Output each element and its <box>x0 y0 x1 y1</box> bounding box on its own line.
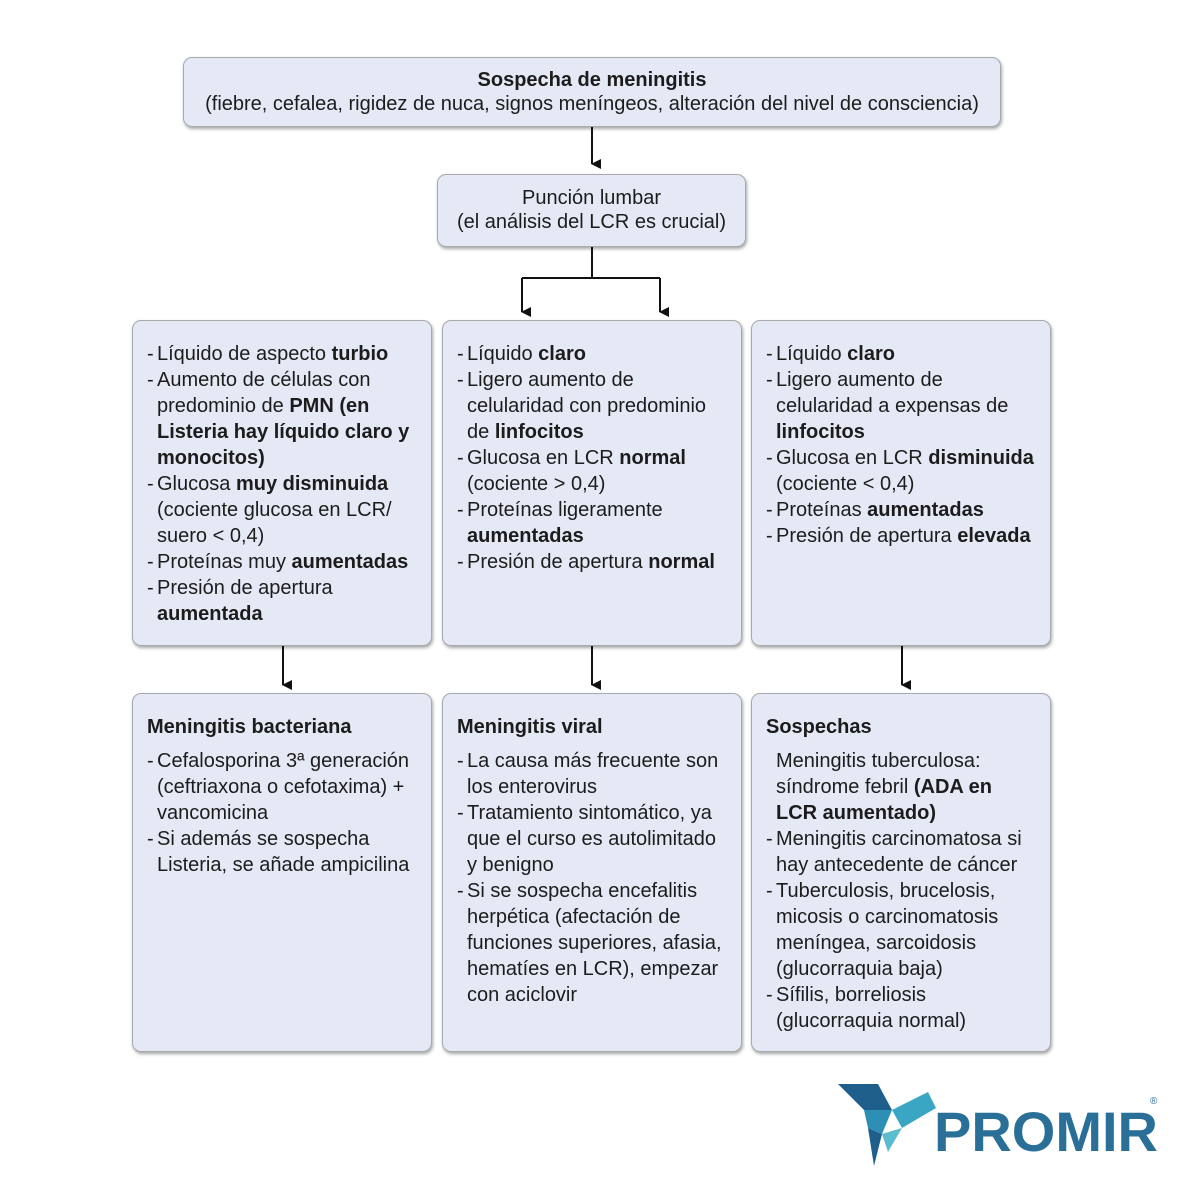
result-item: Meningitis carcinomatosa si hay antecede… <box>766 826 1036 878</box>
result-title: Sospechas <box>766 716 872 738</box>
finding-item: Proteínas aumentadas <box>766 497 1036 523</box>
item-text: Sífilis, borreliosis (glucorraquia norma… <box>776 984 967 1032</box>
promir-logo: PROMIR ® <box>838 1082 1168 1172</box>
item-text: Ligero aumento de celularidad a expensas… <box>776 369 1009 417</box>
emphasis-text: aumentadas <box>467 525 584 547</box>
item-text: (cociente > 0,4) <box>467 473 606 495</box>
result-title: Meningitis viral <box>457 716 603 738</box>
item-text: Si se sospecha encefalitis herpética (af… <box>467 880 722 1006</box>
promir-logo-text: PROMIR <box>934 1100 1158 1163</box>
item-text: Meningitis tuberculosa: síndrome febril <box>776 750 981 798</box>
item-text: La causa más frecuente son los enterovir… <box>467 750 719 798</box>
item-text: (cociente < 0,4) <box>776 473 915 495</box>
emphasis-text: PMN <box>289 395 334 417</box>
emphasis-text: turbio <box>331 343 389 365</box>
item-text: Proteínas muy <box>157 551 292 573</box>
finding-item: Presión de apertura elevada <box>766 523 1036 549</box>
emphasis-text: claro <box>847 343 895 365</box>
finding-item: Aumento de células con predominio de PMN… <box>147 367 417 471</box>
result-item: Meningitis tuberculosa: síndrome febril … <box>766 748 1036 826</box>
result-item: Sífilis, borreliosis (glucorraquia norma… <box>766 982 1036 1034</box>
item-text: Proteínas <box>776 499 868 521</box>
findings-list: Líquido claroLigero aumento de celularid… <box>457 341 727 575</box>
finding-item: Proteínas muy aumentadas <box>147 549 417 575</box>
emphasis-text: normal <box>648 551 715 573</box>
findings-box-bacterial: Líquido de aspecto turbioAumento de célu… <box>132 320 432 646</box>
emphasis-text: elevada <box>957 525 1031 547</box>
item-text: Cefalosporina 3ª generación (ceftriaxona… <box>157 750 410 824</box>
promir-bird-icon <box>838 1084 936 1166</box>
item-text: Tratamiento sintomático, ya que el curso… <box>467 802 717 876</box>
item-text: Proteínas ligeramente <box>467 499 663 521</box>
finding-item: Líquido claro <box>766 341 1036 367</box>
finding-item: Líquido de aspecto turbio <box>147 341 417 367</box>
lumbar-puncture-title: Punción lumbar <box>522 187 661 209</box>
result-item: Si además se sospecha Listeria, se añade… <box>147 826 417 878</box>
emphasis-text: aumentada <box>157 603 263 625</box>
item-text: Aumento de células con predominio de <box>157 369 371 417</box>
findings-box-other: Líquido claroLigero aumento de celularid… <box>751 320 1051 646</box>
result-list: La causa más frecuente son los enterovir… <box>457 748 727 1008</box>
emphasis-text: aumentadas <box>867 499 984 521</box>
result-item: Cefalosporina 3ª generación (ceftriaxona… <box>147 748 417 826</box>
finding-item: Proteínas ligeramente aumentadas <box>457 497 727 549</box>
result-box-viral: Meningitis viral La causa más frecuente … <box>442 693 742 1052</box>
item-text: Glucosa en LCR <box>776 447 929 469</box>
findings-list: Líquido claroLigero aumento de celularid… <box>766 341 1036 549</box>
item-text: Presión de apertura <box>157 577 333 599</box>
result-box-suspicions: Sospechas Meningitis tuberculosa: síndro… <box>751 693 1051 1052</box>
item-text: Meningitis carcinomatosa si hay antecede… <box>776 828 1022 876</box>
emphasis-text: linfocitos <box>494 421 584 443</box>
suspicion-title: Sospecha de meningitis <box>477 69 707 91</box>
finding-item: Presión de apertura aumentada <box>147 575 417 627</box>
result-item: Si se sospecha encefalitis herpética (af… <box>457 878 727 1008</box>
item-text: Glucosa <box>157 473 236 495</box>
item-text: Si además se sospecha Listeria, se añade… <box>157 828 410 876</box>
lumbar-puncture-note: (el análisis del LCR es crucial) <box>457 211 726 233</box>
item-text: Presión de apertura <box>776 525 958 547</box>
suspicion-box: Sospecha de meningitis (fiebre, cefalea,… <box>183 57 1001 127</box>
item-text: Ligero aumento de celularidad con predom… <box>467 369 707 443</box>
finding-item: Líquido claro <box>457 341 727 367</box>
item-text: Líquido <box>776 343 848 365</box>
finding-item: Ligero aumento de celularidad a expensas… <box>766 367 1036 445</box>
emphasis-text: normal <box>619 447 686 469</box>
result-item: Tuberculosis, brucelosis, micosis o carc… <box>766 878 1036 982</box>
result-title: Meningitis bacteriana <box>147 716 352 738</box>
item-text: Presión de apertura <box>467 551 649 573</box>
findings-list: Líquido de aspecto turbioAumento de célu… <box>147 341 417 627</box>
item-text: Glucosa en LCR <box>467 447 620 469</box>
emphasis-text: (en Listeria hay líquido claro y monocit… <box>157 395 410 469</box>
result-list: Meningitis tuberculosa: síndrome febril … <box>766 748 1036 1034</box>
emphasis-text: claro <box>538 343 586 365</box>
item-text: Líquido de aspecto <box>157 343 332 365</box>
item-text: (cociente glucosa en LCR/ suero < 0,4) <box>157 499 392 547</box>
emphasis-text: muy disminuida <box>235 473 389 495</box>
suspicion-subtitle: (fiebre, cefalea, rigidez de nuca, signo… <box>205 93 979 115</box>
item-text: Líquido <box>467 343 539 365</box>
lumbar-puncture-box: Punción lumbar (el análisis del LCR es c… <box>437 174 746 247</box>
finding-item: Glucosa en LCR disminuida (cociente < 0,… <box>766 445 1036 497</box>
emphasis-text: linfocitos <box>776 421 865 443</box>
result-box-bacterial: Meningitis bacteriana Cefalosporina 3ª g… <box>132 693 432 1052</box>
result-item: La causa más frecuente son los enterovir… <box>457 748 727 800</box>
findings-box-viral: Líquido claroLigero aumento de celularid… <box>442 320 742 646</box>
item-text: Tuberculosis, brucelosis, micosis o carc… <box>776 880 999 980</box>
emphasis-text: aumentadas <box>291 551 409 573</box>
result-list: Cefalosporina 3ª generación (ceftriaxona… <box>147 748 417 878</box>
finding-item: Ligero aumento de celularidad con predom… <box>457 367 727 445</box>
finding-item: Glucosa en LCR normal (cociente > 0,4) <box>457 445 727 497</box>
result-item: Tratamiento sintomático, ya que el curso… <box>457 800 727 878</box>
emphasis-text: (ADA en LCR aumentado) <box>776 776 992 824</box>
finding-item: Presión de apertura normal <box>457 549 727 575</box>
emphasis-text: disminuida <box>928 447 1034 469</box>
registered-mark: ® <box>1150 1096 1158 1107</box>
finding-item: Glucosa muy disminuida (cociente glucosa… <box>147 471 417 549</box>
